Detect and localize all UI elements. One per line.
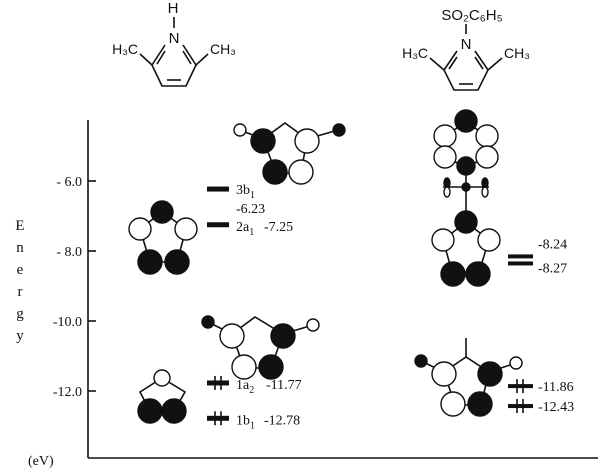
- axis-tick-label: -12.0: [53, 385, 82, 400]
- axis-title-letter: E: [15, 218, 24, 234]
- energy-level-bar: [207, 222, 229, 228]
- level-symmetry-letter: 3b: [236, 183, 250, 198]
- level-energy-label: -12.43: [538, 400, 574, 415]
- right-energy-levels: -8.24 -8.27 -11.86 -12.43: [508, 237, 574, 415]
- level-symmetry-letter: 1a: [236, 378, 250, 393]
- orbital-homo-right-picture: [414, 338, 523, 417]
- level-symmetry-letter: 2a: [236, 220, 250, 235]
- orbital-1b1-picture: [137, 369, 187, 424]
- axis-tick-label: - 8.0: [56, 245, 82, 260]
- pyrrole-ring: [151, 44, 197, 87]
- level-energy-label: -11.77: [266, 378, 302, 393]
- level-energy-label: -7.25: [264, 220, 293, 235]
- level-energy-label: -8.27: [538, 261, 567, 276]
- methyl-bond-right: [195, 53, 209, 66]
- axis-title-letter: r: [18, 284, 23, 300]
- orbital-2a1-picture: [128, 200, 198, 275]
- level-symmetry-letter: 1b: [236, 413, 250, 428]
- methyl-right-label-right: CH₃: [504, 45, 530, 61]
- axis-ticks: - 6.0 - 8.0 -10.0 -12.0: [53, 175, 96, 400]
- orbital-3b1-picture: [233, 122, 346, 185]
- methyl-bond-right-right: [487, 57, 503, 71]
- level-symmetry-label: 2a1: [236, 220, 254, 238]
- level-symmetry-subscript: 2: [249, 385, 254, 396]
- ring-double-bond-left: [156, 50, 166, 65]
- methyl-left-label: H₃C: [112, 41, 138, 57]
- methyl-right-label: CH₃: [210, 41, 236, 57]
- energy-level-bar: [207, 415, 229, 421]
- energy-level-bar: [207, 186, 229, 192]
- energy-level-bar: [207, 380, 229, 386]
- axis-tick-label: - 6.0: [56, 175, 82, 190]
- level-symmetry-label: 1a2: [236, 378, 254, 396]
- level-symmetry-subscript: 1: [250, 420, 255, 431]
- methyl-left-label-right: H₃C: [402, 45, 428, 61]
- orbital-1a2-picture: [201, 315, 320, 380]
- pyrrole-ring-right: [443, 50, 489, 91]
- level-symmetry-label: 3b1: [236, 183, 255, 201]
- energy-axis: - 6.0 - 8.0 -10.0 -12.0 E n e r g y (eV): [15, 120, 598, 468]
- axis-title-letter: n: [16, 240, 24, 256]
- ring-double-bond-right: [182, 50, 192, 65]
- methyl-bond-left: [139, 53, 153, 66]
- axis-title-letter: y: [16, 328, 24, 344]
- axis-title: E n e r g y: [15, 218, 24, 344]
- level-energy-label: -11.86: [538, 380, 574, 395]
- ring-double-bond-right-right: [474, 56, 484, 70]
- nh-hydrogen-label: H: [168, 0, 179, 17]
- ring-double-bond-left-right: [448, 56, 458, 70]
- molecule-dimethylpyrrole: H N H₃C CH₃: [112, 0, 236, 87]
- level-symmetry-subscript: 1: [249, 227, 254, 238]
- axis-title-letter: g: [16, 306, 24, 322]
- level-symmetry-label: 1b1: [236, 413, 255, 431]
- axis-tick-label: -10.0: [53, 315, 82, 330]
- level-energy-label: -6.23: [236, 202, 265, 217]
- methyl-bond-left-right: [429, 57, 445, 71]
- energy-level-bar: [508, 254, 533, 259]
- level-energy-label: -12.78: [264, 413, 300, 428]
- n-atom-label: N: [461, 36, 472, 53]
- energy-level-bar: [508, 261, 533, 266]
- level-energy-label: -8.24: [538, 237, 567, 252]
- energy-level-bar: [508, 384, 533, 389]
- molecule-phenylsulfonyl-dimethylpyrrole: SO₂C₆H₅ N H₃C CH₃: [402, 7, 530, 91]
- axis-title-letter: e: [17, 262, 24, 278]
- axis-unit-label: (eV): [28, 454, 54, 468]
- orbital-lumo-combined-picture: [431, 109, 501, 287]
- level-symmetry-subscript: 1: [250, 190, 255, 201]
- energy-level-bar: [508, 404, 533, 409]
- sulfonyl-substituent-label: SO₂C₆H₅: [441, 7, 502, 24]
- nh-nitrogen-label: N: [169, 30, 180, 47]
